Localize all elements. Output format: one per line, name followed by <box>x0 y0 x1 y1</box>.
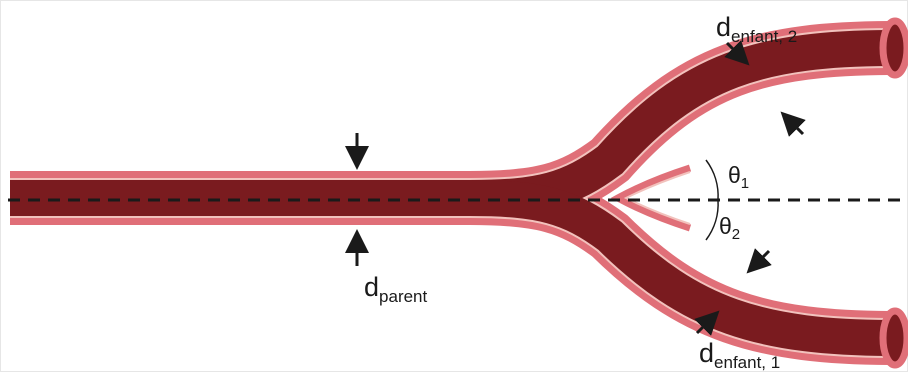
vessel-lumen <box>10 48 895 338</box>
label-theta-2-base: θ <box>719 213 732 239</box>
label-d-enfant-1-base: d <box>699 338 714 368</box>
label-d-enfant-2-subscript: enfant, 2 <box>731 27 797 46</box>
arrow-icon <box>755 251 769 265</box>
label-theta-1: θ1 <box>728 164 749 187</box>
label-theta-2-subscript: 2 <box>732 226 740 243</box>
label-theta-1-subscript: 1 <box>741 175 749 192</box>
label-theta-1-base: θ <box>728 162 741 188</box>
label-d-enfant-2: denfant, 2 <box>716 14 797 41</box>
vessel-end-top <box>883 21 907 75</box>
label-d-enfant-1: denfant, 1 <box>699 340 780 367</box>
label-theta-2: θ2 <box>719 215 740 238</box>
label-d-enfant-1-subscript: enfant, 1 <box>714 353 780 372</box>
label-d-parent: dparent <box>364 274 427 301</box>
vessel-ends <box>883 21 907 365</box>
arrow-icon <box>789 120 803 134</box>
label-d-parent-subscript: parent <box>379 287 427 306</box>
label-d-parent-base: d <box>364 272 379 302</box>
label-d-enfant-2-base: d <box>716 12 731 42</box>
vessel-end-bottom <box>883 311 907 365</box>
